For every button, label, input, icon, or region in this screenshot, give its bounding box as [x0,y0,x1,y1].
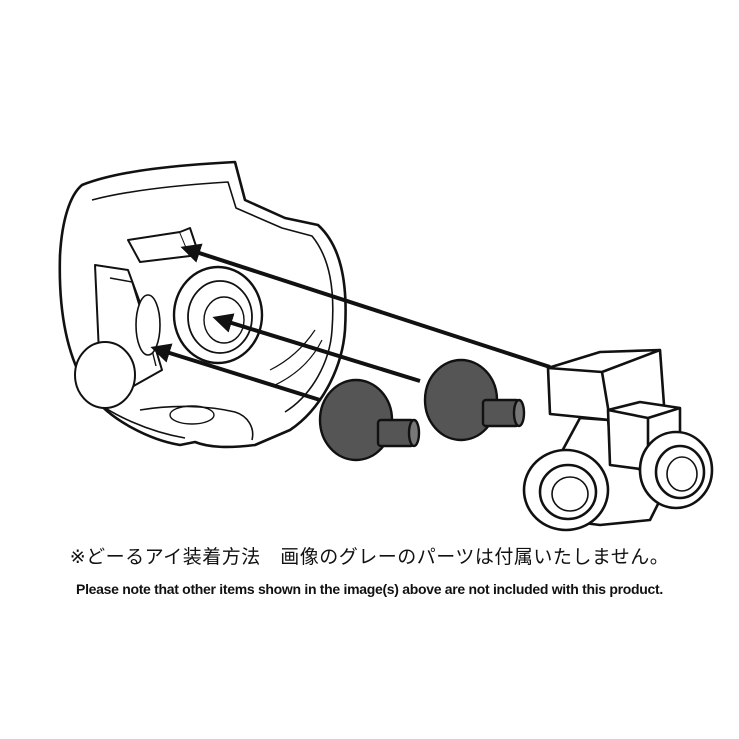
arrow-eyeball-left [150,343,321,402]
arrow-eyeball-right [212,313,421,383]
head-shell [58,160,347,449]
assembly-arrows [150,243,551,402]
english-note: Please note that other items shown in th… [76,581,663,597]
japanese-note: ※どーるアイ装着方法 画像のグレーのパーツは付属いたしません。 [69,546,670,568]
gray-eyeball-right [423,358,526,442]
eye-mechanism [522,348,714,532]
arrow-mechanism [180,243,551,369]
gray-eyeball-left [318,378,421,462]
